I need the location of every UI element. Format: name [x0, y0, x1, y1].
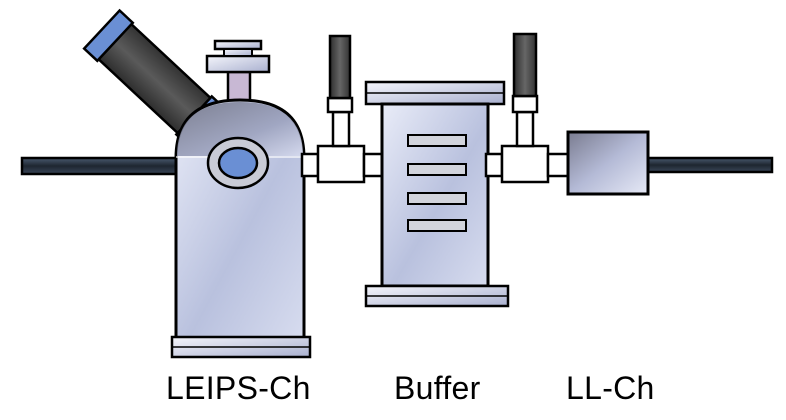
- right-transfer-rod: [646, 156, 774, 174]
- leips-chamber-label: LEIPS-Ch: [166, 370, 311, 406]
- gate-valve-2: [484, 32, 570, 184]
- left-transfer-rod: [20, 156, 184, 176]
- top-port: [205, 39, 271, 104]
- load-lock-chamber-label: LL-Ch: [566, 370, 655, 406]
- buffer-chamber: [364, 80, 510, 308]
- viewport-window: [206, 136, 270, 190]
- gate-valve-1: [300, 34, 384, 184]
- buffer-chamber-label: Buffer: [394, 370, 481, 406]
- leips-chamber: [82, 8, 312, 359]
- leips-chamber-dome: [177, 102, 303, 156]
- load-lock-chamber: [566, 130, 650, 196]
- sample-storage-slots: [407, 134, 467, 232]
